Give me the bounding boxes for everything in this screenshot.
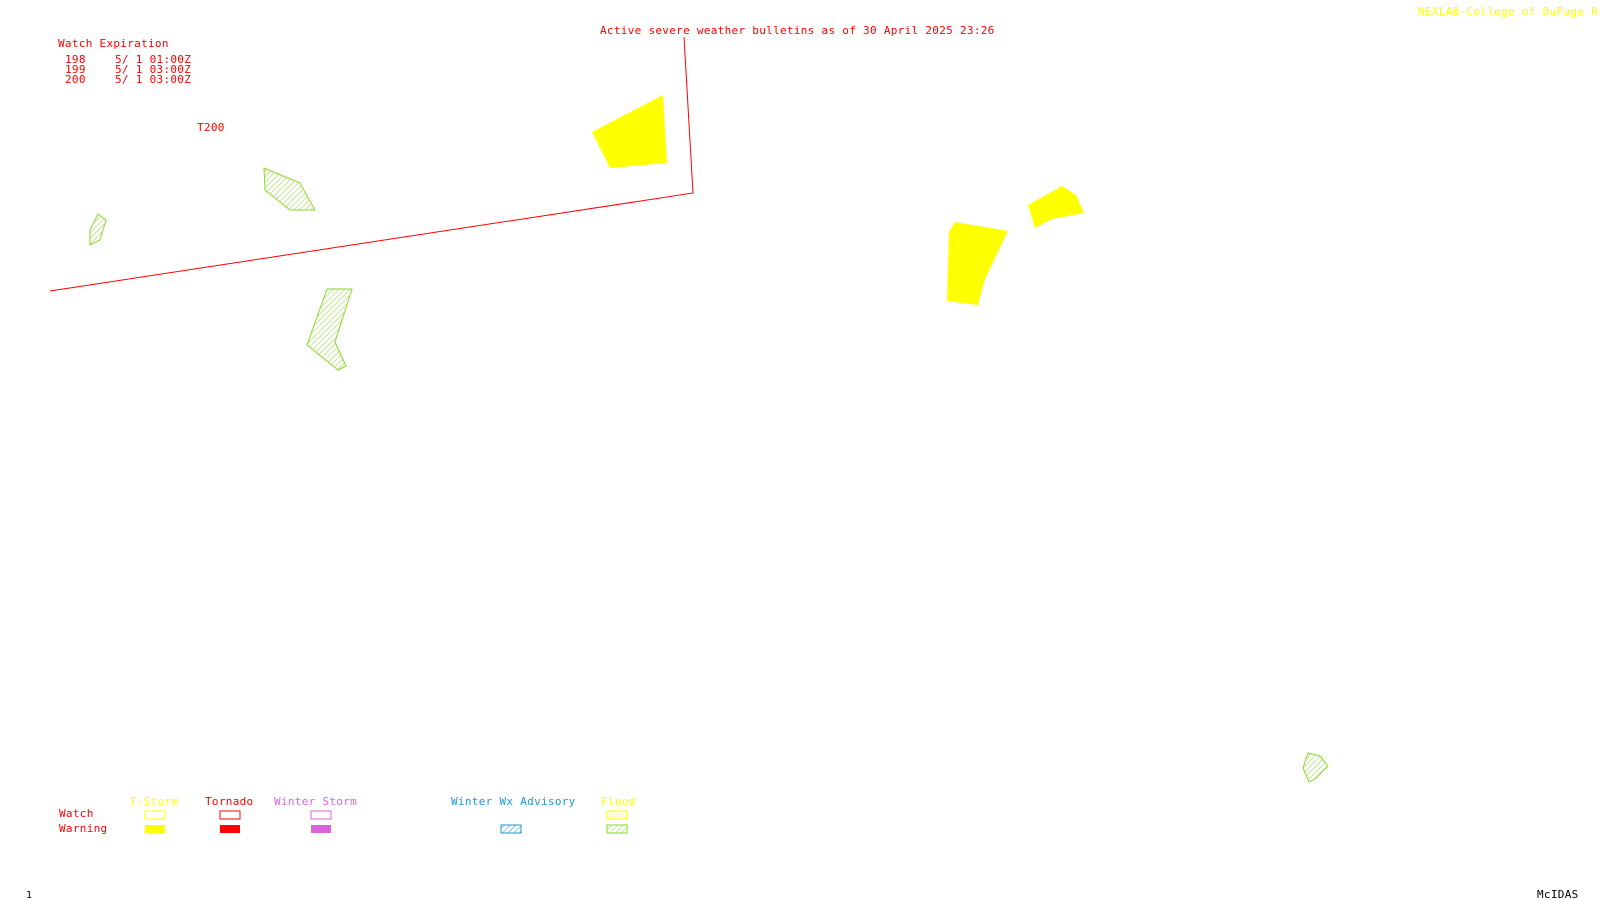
- tornado-warning-swatch: [220, 825, 240, 833]
- software-label: McIDAS: [1537, 888, 1579, 901]
- watch-number: 198: [65, 53, 86, 66]
- flood-warning-polygon: [263, 167, 316, 211]
- watch-number: 199: [65, 63, 86, 76]
- flood-warning-swatch: [606, 824, 628, 834]
- tstorm-warning-polygon: [592, 95, 667, 168]
- watch-number: 200: [65, 73, 86, 86]
- winter-wx-advisory-swatch: [500, 824, 522, 834]
- tstorm-warning-swatch: [145, 825, 165, 833]
- winter-storm-watch-swatch: [310, 810, 332, 820]
- tornado-watch-outline: [49, 36, 694, 292]
- legend-winter-wx-advisory-label: Winter Wx Advisory: [451, 795, 576, 808]
- flood-warning-polygon: [1302, 752, 1329, 783]
- watch-expiry: 5/ 1 03:00Z: [115, 63, 192, 76]
- credit-label: NEXLAB-College of DuPage R: [1418, 5, 1598, 18]
- legend-winter-storm-label: Winter Storm: [274, 795, 358, 808]
- winter-storm-warning-swatch: [311, 825, 331, 833]
- watch-label: T200: [197, 121, 225, 134]
- legend-tornado-label: Tornado: [205, 795, 254, 808]
- tstorm-watch-swatch: [144, 810, 166, 820]
- legend-tstorm-label: T-Storm: [130, 795, 179, 808]
- bulletin-title: Active severe weather bulletins as of 30…: [600, 24, 995, 37]
- flood-warning-polygon: [306, 288, 353, 371]
- tstorm-warning-polygon: [1028, 186, 1084, 228]
- frame-number: 1: [26, 890, 33, 901]
- watch-expiration-title: Watch Expiration: [58, 37, 169, 50]
- watch-expiry: 5/ 1 03:00Z: [115, 73, 192, 86]
- flood-warning-polygon: [89, 213, 107, 246]
- tstorm-warning-polygon: [947, 222, 1008, 305]
- watch-expiry: 5/ 1 01:00Z: [115, 53, 192, 66]
- legend-flood-label: Flood: [601, 795, 636, 808]
- legend-watch-row-label: Watch: [59, 807, 94, 820]
- tornado-watch-swatch: [219, 810, 241, 820]
- legend-warning-row-label: Warning: [59, 822, 108, 835]
- flood-watch-swatch: [606, 810, 628, 820]
